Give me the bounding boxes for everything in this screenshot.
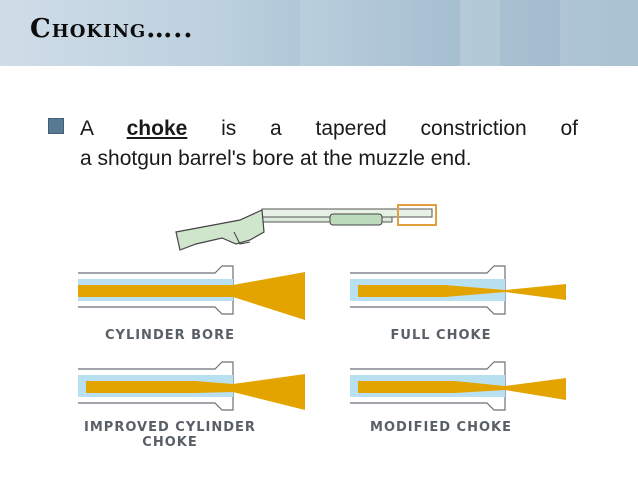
improved-cylinder-label-line2: CHOKE <box>142 435 197 450</box>
shotgun-illustration <box>175 204 437 251</box>
slide-title: Choking….. <box>30 14 194 44</box>
improved-cylinder-diagram: IMPROVED CYLINDER CHOKE <box>78 361 305 450</box>
full-choke-diagram: FULL CHOKE <box>350 265 566 343</box>
bullet-word: tapered <box>315 117 387 140</box>
choke-diagram: CYLINDER BORE FULL CHOKE IMPROVED CYLIND… <box>78 204 566 450</box>
bullet-line-2: a shotgun barrel's bore at the muzzle en… <box>80 147 472 170</box>
modified-choke-diagram: MODIFIED CHOKE <box>350 361 566 435</box>
bullet-line-1: A choke is a tapered constriction of <box>80 114 578 144</box>
bullet-square-icon <box>48 118 64 134</box>
bullet-word: constriction <box>420 117 527 140</box>
cylinder-bore-diagram: CYLINDER BORE <box>78 265 305 343</box>
bullet-word: of <box>560 117 578 140</box>
bullet-word: is <box>221 117 237 140</box>
cylinder-bore-label: CYLINDER BORE <box>105 328 235 343</box>
bullet-word: a <box>270 117 282 140</box>
full-choke-label: FULL CHOKE <box>391 328 492 343</box>
choke-term: choke <box>126 117 188 140</box>
title-bar: Choking….. <box>0 0 638 66</box>
improved-cylinder-label: IMPROVED CYLINDER <box>84 420 256 435</box>
modified-choke-label: MODIFIED CHOKE <box>370 420 512 435</box>
bullet-prefix: A <box>80 117 93 140</box>
